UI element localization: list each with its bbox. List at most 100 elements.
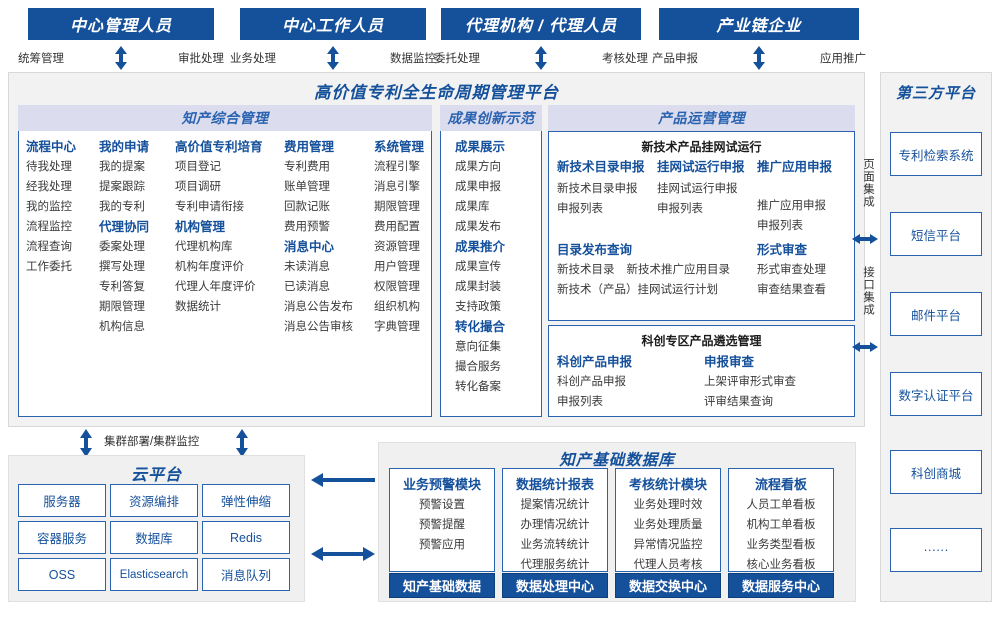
menu-item[interactable]: 消息引擎 bbox=[374, 181, 420, 193]
group-title[interactable]: 成果展示 bbox=[455, 140, 506, 154]
menu-item[interactable]: 成果库 bbox=[455, 201, 490, 213]
menu-item[interactable]: 组织机构 bbox=[374, 301, 420, 313]
group-title[interactable]: 推广应用申报 bbox=[757, 160, 833, 174]
menu-item[interactable]: 新技术目录 bbox=[557, 264, 615, 276]
menu-item[interactable]: 用户管理 bbox=[374, 261, 420, 273]
menu-item[interactable]: 提案跟踪 bbox=[99, 181, 145, 193]
kdb-foot-0[interactable]: 知产基础数据 bbox=[389, 573, 495, 598]
group-title[interactable]: 目录发布查询 bbox=[557, 243, 633, 257]
role-bar-3[interactable]: 产业链企业 bbox=[659, 8, 859, 40]
cloud-cell-8[interactable]: 消息队列 bbox=[202, 558, 290, 591]
menu-item[interactable]: 专利申请衔接 bbox=[175, 201, 244, 213]
menu-item[interactable]: 我的专利 bbox=[99, 201, 145, 213]
menu-item[interactable]: 科创产品申报 bbox=[557, 376, 626, 388]
menu-item[interactable]: 消息公告审核 bbox=[284, 321, 353, 333]
menu-item[interactable]: 审查结果查看 bbox=[757, 284, 826, 296]
menu-item[interactable]: 形式审查处理 bbox=[757, 264, 826, 276]
menu-item[interactable]: 转化备案 bbox=[455, 381, 501, 393]
group-title[interactable]: 我的申请 bbox=[99, 140, 150, 154]
group-title[interactable]: 申报审查 bbox=[704, 355, 755, 369]
group-title[interactable]: 费用管理 bbox=[284, 140, 335, 154]
menu-item[interactable]: 费用预警 bbox=[284, 221, 330, 233]
menu-item[interactable]: 已读消息 bbox=[284, 281, 330, 293]
menu-item[interactable]: 期限管理 bbox=[99, 301, 145, 313]
menu-item[interactable]: 消息公告发布 bbox=[284, 301, 353, 313]
menu-item[interactable]: 成果申报 bbox=[455, 181, 501, 193]
third-party-item-3[interactable]: 数字认证平台 bbox=[890, 372, 982, 416]
kdb-card-item[interactable]: 办理情况统计 bbox=[520, 519, 590, 531]
menu-item[interactable]: 撰写处理 bbox=[99, 261, 145, 273]
group-title[interactable]: 成果推介 bbox=[455, 240, 506, 254]
menu-item[interactable]: 新技术（产品）挂网试运行计划 bbox=[557, 284, 718, 296]
menu-item[interactable]: 委案处理 bbox=[99, 241, 145, 253]
group-title[interactable]: 新技术目录申报 bbox=[557, 160, 645, 174]
menu-item[interactable]: 支持政策 bbox=[455, 301, 501, 313]
menu-item[interactable]: 流程监控 bbox=[26, 221, 72, 233]
kdb-foot-1[interactable]: 数据处理中心 bbox=[502, 573, 608, 598]
menu-item[interactable]: 机构信息 bbox=[99, 321, 145, 333]
kdb-card-item[interactable]: 核心业务看板 bbox=[746, 559, 816, 571]
menu-item[interactable]: 推广应用申报 bbox=[757, 200, 826, 212]
group-title[interactable]: 转化撮合 bbox=[455, 320, 506, 334]
menu-item[interactable]: 项目登记 bbox=[175, 161, 221, 173]
menu-item[interactable]: 申报列表 bbox=[557, 396, 603, 408]
menu-item[interactable]: 专利费用 bbox=[284, 161, 330, 173]
role-bar-1[interactable]: 中心工作人员 bbox=[240, 8, 426, 40]
kdb-card-item[interactable]: 机构工单看板 bbox=[746, 519, 816, 531]
kdb-card-item[interactable]: 业务处理时效 bbox=[633, 499, 703, 511]
menu-item[interactable]: 权限管理 bbox=[374, 281, 420, 293]
third-party-item-4[interactable]: 科创商城 bbox=[890, 450, 982, 494]
cloud-cell-0[interactable]: 服务器 bbox=[18, 484, 106, 517]
group-title[interactable]: 挂网试运行申报 bbox=[657, 160, 745, 174]
menu-item[interactable]: 工作委托 bbox=[26, 261, 72, 273]
kdb-card-item[interactable]: 异常情况监控 bbox=[633, 539, 703, 551]
menu-item[interactable]: 费用配置 bbox=[374, 221, 420, 233]
menu-item[interactable]: 上架评审形式审查 bbox=[704, 376, 796, 388]
menu-item[interactable]: 申报列表 bbox=[757, 220, 803, 232]
menu-item[interactable]: 经我处理 bbox=[26, 181, 72, 193]
menu-item[interactable]: 新技术推广应用目录 bbox=[626, 264, 731, 276]
menu-item[interactable]: 意向征集 bbox=[455, 341, 501, 353]
menu-item[interactable]: 申报列表 bbox=[557, 203, 603, 215]
menu-item[interactable]: 代理人年度评价 bbox=[175, 281, 256, 293]
group-title[interactable]: 代理协同 bbox=[99, 220, 150, 234]
menu-item[interactable]: 流程引擎 bbox=[374, 161, 420, 173]
menu-item[interactable]: 成果宣传 bbox=[455, 261, 501, 273]
kdb-card-item[interactable]: 业务流转统计 bbox=[520, 539, 590, 551]
menu-item[interactable]: 我的监控 bbox=[26, 201, 72, 213]
kdb-card-item[interactable]: 预警设置 bbox=[419, 499, 465, 511]
group-title[interactable]: 消息中心 bbox=[284, 240, 335, 254]
kdb-card-item[interactable]: 预警应用 bbox=[419, 539, 465, 551]
kdb-card-item[interactable]: 业务类型看板 bbox=[746, 539, 816, 551]
cloud-cell-7[interactable]: Elasticsearch bbox=[110, 558, 198, 591]
cloud-cell-5[interactable]: Redis bbox=[202, 521, 290, 554]
menu-item[interactable]: 代理机构库 bbox=[175, 241, 233, 253]
kdb-card-item[interactable]: 提案情况统计 bbox=[520, 499, 590, 511]
menu-item[interactable]: 成果方向 bbox=[455, 161, 501, 173]
kdb-card-item[interactable]: 代理人员考核 bbox=[633, 559, 703, 571]
kdb-foot-2[interactable]: 数据交换中心 bbox=[615, 573, 721, 598]
group-title[interactable]: 高价值专利培育 bbox=[175, 140, 263, 154]
group-title[interactable]: 形式审查 bbox=[757, 243, 808, 257]
menu-item[interactable]: 字典管理 bbox=[374, 321, 420, 333]
menu-item[interactable]: 新技术目录申报 bbox=[557, 183, 638, 195]
menu-item[interactable]: 期限管理 bbox=[374, 201, 420, 213]
menu-item[interactable]: 未读消息 bbox=[284, 261, 330, 273]
cloud-cell-1[interactable]: 资源编排 bbox=[110, 484, 198, 517]
menu-item[interactable]: 申报列表 bbox=[657, 203, 703, 215]
role-bar-0[interactable]: 中心管理人员 bbox=[28, 8, 214, 40]
menu-item[interactable]: 数据统计 bbox=[175, 301, 221, 313]
kdb-card-item[interactable]: 业务处理质量 bbox=[633, 519, 703, 531]
menu-item[interactable]: 资源管理 bbox=[374, 241, 420, 253]
menu-item[interactable]: 机构年度评价 bbox=[175, 261, 244, 273]
menu-item[interactable]: 项目调研 bbox=[175, 181, 221, 193]
menu-item[interactable]: 我的提案 bbox=[99, 161, 145, 173]
menu-item[interactable]: 专利答复 bbox=[99, 281, 145, 293]
menu-item[interactable]: 回款记账 bbox=[284, 201, 330, 213]
kdb-foot-3[interactable]: 数据服务中心 bbox=[728, 573, 834, 598]
group-title[interactable]: 科创产品申报 bbox=[557, 355, 633, 369]
group-title[interactable]: 流程中心 bbox=[26, 140, 77, 154]
cloud-cell-4[interactable]: 数据库 bbox=[110, 521, 198, 554]
third-party-item-1[interactable]: 短信平台 bbox=[890, 212, 982, 256]
third-party-item-0[interactable]: 专利检索系统 bbox=[890, 132, 982, 176]
